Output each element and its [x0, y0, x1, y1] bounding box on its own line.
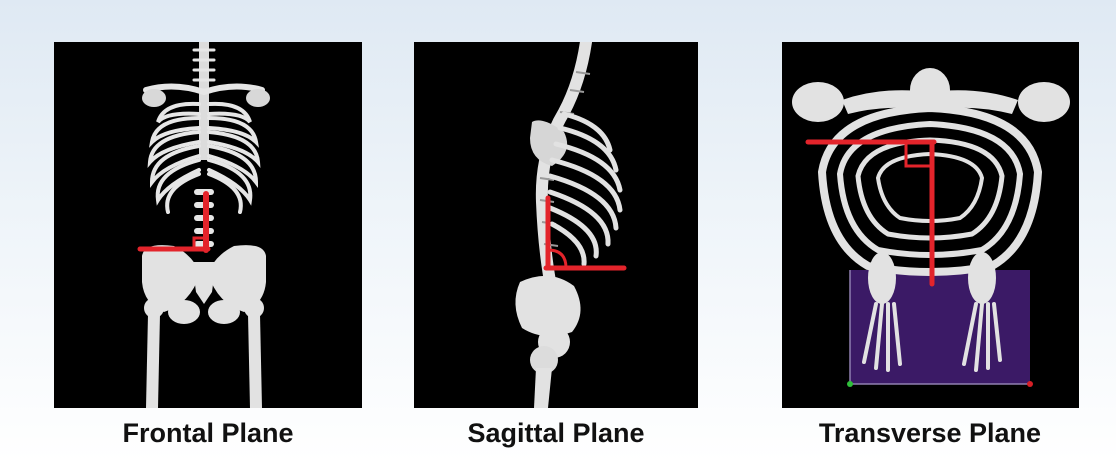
- transverse-shoulders: [792, 68, 1070, 122]
- sagittal-pelvis: [515, 276, 580, 336]
- sagittal-skeleton-illustration: [414, 42, 698, 408]
- sagittal-plane-caption: Sagittal Plane: [414, 418, 698, 454]
- frontal-femurs: [144, 298, 264, 408]
- frontal-plane-image: [54, 42, 362, 408]
- frontal-skeleton-illustration: [54, 42, 362, 408]
- frontal-plane-caption: Frontal Plane: [54, 418, 362, 454]
- transverse-skeleton-illustration: [782, 42, 1079, 408]
- transverse-plane-caption: Transverse Plane: [770, 418, 1090, 454]
- sagittal-plane-image: [414, 42, 698, 408]
- transverse-plane-image: [782, 42, 1079, 408]
